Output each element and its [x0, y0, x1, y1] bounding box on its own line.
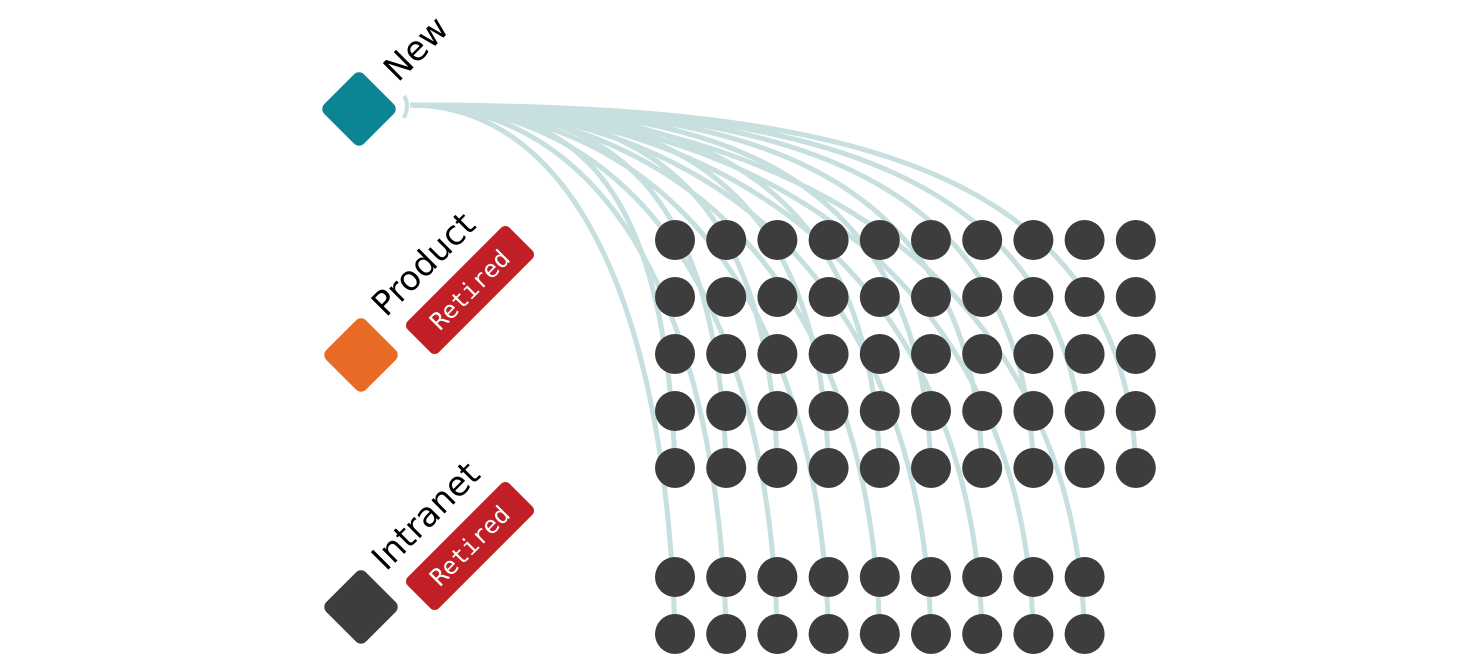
node-dot-upper-r2-c3[interactable] — [757, 277, 798, 317]
node-dot-upper-r2-c4[interactable] — [808, 277, 849, 317]
system-product-node[interactable] — [321, 315, 400, 394]
node-dot-upper-r5-c6[interactable] — [911, 448, 951, 488]
node-dot-upper-r5-c10[interactable] — [1115, 448, 1156, 488]
node-dot-upper-r3-c2[interactable] — [706, 334, 747, 374]
system-intranet-node[interactable] — [321, 567, 400, 646]
node-dot-upper-r1-c3[interactable] — [757, 220, 798, 260]
retired-tag-bg — [406, 482, 534, 610]
node-dot-upper-r4-c2[interactable] — [706, 391, 747, 431]
node-dot-upper-r2-c8[interactable] — [1013, 277, 1054, 317]
link-lower-col-1 — [409, 102, 678, 635]
retired-tag-bg — [406, 226, 534, 354]
node-dot-upper-r3-c3[interactable] — [757, 334, 798, 374]
node-dot-lower-r1-c3[interactable] — [757, 557, 798, 597]
system-new: New — [319, 9, 457, 148]
node-dot-upper-r2-c9[interactable] — [1064, 277, 1105, 317]
node-dot-lower-r2-c8[interactable] — [1013, 614, 1054, 654]
node-dot-lower-r1-c2[interactable] — [706, 557, 747, 597]
node-dot-lower-r1-c6[interactable] — [911, 557, 951, 597]
node-dot-lower-r1-c5[interactable] — [859, 557, 900, 597]
node-dot-lower-r2-c4[interactable] — [808, 614, 849, 654]
node-dot-upper-r2-c10[interactable] — [1115, 277, 1156, 317]
node-dot-upper-r5-c4[interactable] — [808, 448, 849, 488]
node-dot-lower-r2-c3[interactable] — [757, 614, 798, 654]
node-dot-upper-r3-c4[interactable] — [808, 334, 849, 374]
dots-layer — [655, 220, 1156, 654]
node-dot-upper-r4-c6[interactable] — [911, 391, 951, 431]
link-lower-col-2 — [409, 102, 729, 635]
node-dot-upper-r4-c3[interactable] — [757, 391, 798, 431]
node-dot-upper-r4-c4[interactable] — [808, 391, 849, 431]
node-dot-upper-r2-c5[interactable] — [859, 277, 900, 317]
node-dot-upper-r1-c7[interactable] — [962, 220, 1003, 260]
node-dot-upper-r3-c5[interactable] — [859, 334, 900, 374]
node-dot-lower-r1-c1[interactable] — [655, 557, 695, 597]
node-dot-lower-r2-c5[interactable] — [859, 614, 900, 654]
node-dot-upper-r4-c7[interactable] — [962, 391, 1003, 431]
node-dot-lower-r2-c9[interactable] — [1064, 614, 1105, 654]
node-dot-upper-r2-c6[interactable] — [911, 277, 951, 317]
node-dot-upper-r2-c1[interactable] — [655, 277, 695, 317]
node-dot-upper-r4-c9[interactable] — [1064, 391, 1105, 431]
node-dot-upper-r1-c9[interactable] — [1064, 220, 1105, 260]
node-dot-upper-r1-c2[interactable] — [706, 220, 747, 260]
node-dot-upper-r5-c1[interactable] — [655, 448, 695, 488]
system-new-node[interactable] — [319, 69, 398, 148]
node-dot-lower-r2-c1[interactable] — [655, 614, 695, 654]
node-dot-upper-r4-c5[interactable] — [859, 391, 900, 431]
node-dot-upper-r3-c9[interactable] — [1064, 334, 1105, 374]
node-dot-upper-r3-c8[interactable] — [1013, 334, 1054, 374]
node-dot-upper-r1-c1[interactable] — [655, 220, 695, 260]
node-dot-upper-r5-c7[interactable] — [962, 448, 1003, 488]
node-dot-lower-r1-c4[interactable] — [808, 557, 849, 597]
node-dot-upper-r1-c4[interactable] — [808, 220, 849, 260]
node-dot-lower-r1-c8[interactable] — [1013, 557, 1054, 597]
node-dot-upper-r3-c6[interactable] — [911, 334, 951, 374]
system-new-label: New — [376, 9, 457, 90]
node-dot-upper-r5-c8[interactable] — [1013, 448, 1054, 488]
system-product: Product Retired — [321, 205, 534, 394]
node-dot-upper-r5-c3[interactable] — [757, 448, 798, 488]
node-dot-upper-r4-c1[interactable] — [655, 391, 695, 431]
node-dot-upper-r4-c8[interactable] — [1013, 391, 1054, 431]
node-dot-upper-r1-c6[interactable] — [911, 220, 951, 260]
node-dot-upper-r5-c5[interactable] — [859, 448, 900, 488]
node-dot-lower-r1-c7[interactable] — [962, 557, 1003, 597]
node-dot-upper-r3-c1[interactable] — [655, 334, 695, 374]
new-connector-stub — [402, 94, 409, 119]
node-dot-lower-r2-c6[interactable] — [911, 614, 951, 654]
node-dot-upper-r5-c9[interactable] — [1064, 448, 1105, 488]
node-dot-upper-r4-c10[interactable] — [1115, 391, 1156, 431]
node-dot-upper-r1-c10[interactable] — [1115, 220, 1156, 260]
node-dot-upper-r2-c7[interactable] — [962, 277, 1003, 317]
node-dot-lower-r2-c7[interactable] — [962, 614, 1003, 654]
system-intranet: Intranet Retired — [321, 454, 534, 646]
node-dot-upper-r2-c2[interactable] — [706, 277, 747, 317]
node-dot-upper-r3-c7[interactable] — [962, 334, 1003, 374]
node-dot-lower-r2-c2[interactable] — [706, 614, 747, 654]
link-upper-col-10 — [409, 102, 1139, 469]
node-dot-upper-r3-c10[interactable] — [1115, 334, 1156, 374]
link-lower-col-7 — [409, 102, 985, 635]
node-dot-upper-r1-c8[interactable] — [1013, 220, 1054, 260]
node-dot-upper-r1-c5[interactable] — [859, 220, 900, 260]
node-dot-lower-r1-c9[interactable] — [1064, 557, 1105, 597]
node-dot-upper-r5-c2[interactable] — [706, 448, 747, 488]
